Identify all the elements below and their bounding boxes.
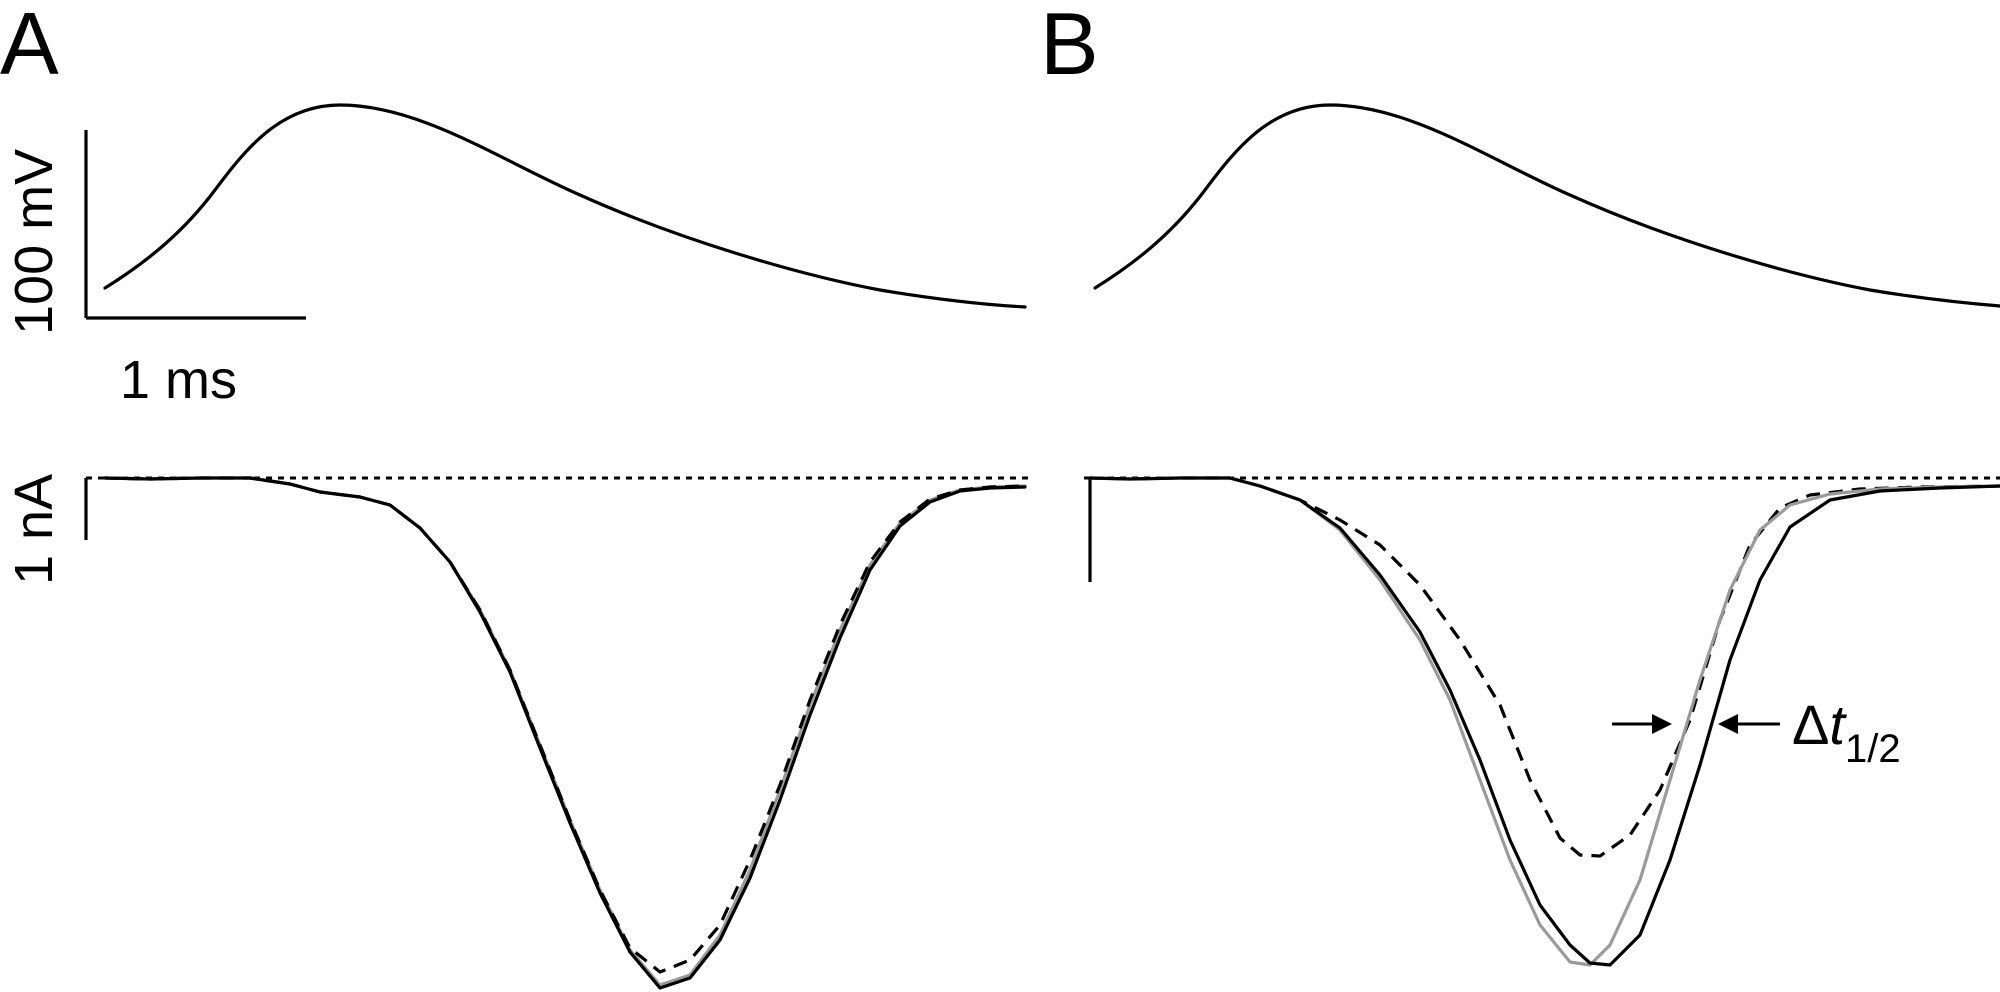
- delta-t-half-label: Δt1/2: [1792, 693, 1901, 771]
- panel-b-current-black-trace: [1088, 476, 2000, 967]
- current-scale-label: 1 nA: [4, 474, 64, 585]
- panel-letter-a: A: [0, 0, 59, 93]
- delta-t-left-arrowhead: [1652, 714, 1672, 734]
- panel-letter-b: B: [1040, 0, 1099, 93]
- panel-b-current-dashed-trace: [1089, 476, 2000, 858]
- half-subscript: 1/2: [1845, 727, 1901, 771]
- voltage-scale-label: 100 mV: [4, 149, 64, 335]
- panel-b-voltage-trace: [1093, 103, 2000, 308]
- t-symbol: t: [1829, 693, 1847, 756]
- delta-t-right-arrowhead: [1718, 714, 1738, 734]
- delta-symbol: Δ: [1792, 693, 1829, 756]
- panel-a-voltage-trace: [103, 103, 1027, 309]
- panel-b-current-gray-trace: [1088, 476, 2000, 967]
- panel-a-current-black-trace: [103, 476, 1027, 990]
- panel-a-current-dashed-trace: [104, 476, 1026, 974]
- panel-a-current-gray-trace: [103, 476, 1027, 987]
- time-scale-label: 1 ms: [120, 350, 237, 410]
